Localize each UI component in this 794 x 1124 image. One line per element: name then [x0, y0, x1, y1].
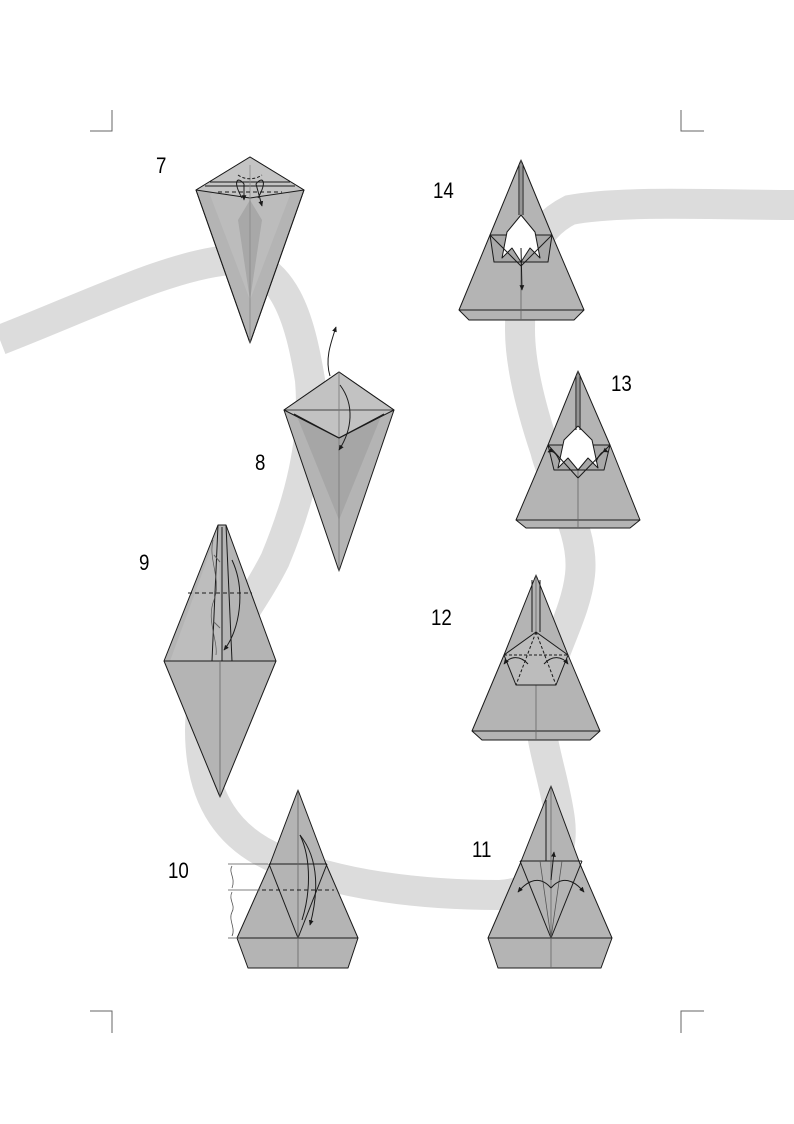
step-7-label: 7 — [156, 153, 167, 178]
step-12-label: 12 — [431, 605, 452, 630]
step-11-label: 11 — [472, 837, 492, 862]
step-12-arrow-right — [543, 657, 569, 665]
crop-mark-bottom-left — [90, 1010, 113, 1033]
step-13-label: 13 — [611, 371, 632, 396]
step-10-label: 10 — [168, 858, 189, 883]
crop-mark-bottom-right — [680, 1010, 704, 1033]
step-11-arrow-up — [550, 851, 556, 881]
step-8-arrow-down — [338, 384, 351, 451]
step-7-diagram — [195, 156, 305, 344]
step-7-arrow-left — [236, 179, 247, 201]
step-8-arrow-up — [327, 326, 337, 377]
step-13-diagram — [515, 370, 641, 529]
step-14-label: 14 — [433, 178, 454, 203]
step-8-label: 8 — [255, 450, 266, 475]
step-14-diagram — [458, 159, 585, 321]
step-10-diagram — [228, 789, 359, 969]
step-14-open-flap — [501, 214, 541, 263]
crop-marks — [90, 110, 704, 1033]
step-9-arrow — [223, 559, 241, 651]
step-12-diagram — [471, 574, 601, 741]
step-10-arrow — [299, 834, 317, 926]
step-10-measure-marks — [228, 863, 268, 939]
step-11-model — [487, 785, 613, 969]
crop-mark-top-right — [680, 110, 704, 132]
step-11-diagram — [487, 785, 613, 969]
step-9-diagram — [163, 524, 277, 798]
step-13-arrow-left — [547, 447, 561, 463]
step-9-label: 9 — [139, 550, 150, 575]
step-13-arrow-right — [595, 447, 609, 463]
step-14-arrow-down — [519, 247, 525, 291]
step-11-arrow-right — [550, 879, 585, 893]
step-12-center-flap — [503, 631, 569, 686]
step-8-diagram — [283, 326, 395, 572]
step-13-open-flap — [557, 425, 599, 471]
step-7-arrow-right — [255, 179, 264, 207]
flow-path-band — [0, 188, 794, 911]
step-12-arrow-left — [503, 657, 529, 665]
crop-mark-top-left — [90, 110, 113, 132]
step-11-arrow-left — [517, 879, 552, 893]
